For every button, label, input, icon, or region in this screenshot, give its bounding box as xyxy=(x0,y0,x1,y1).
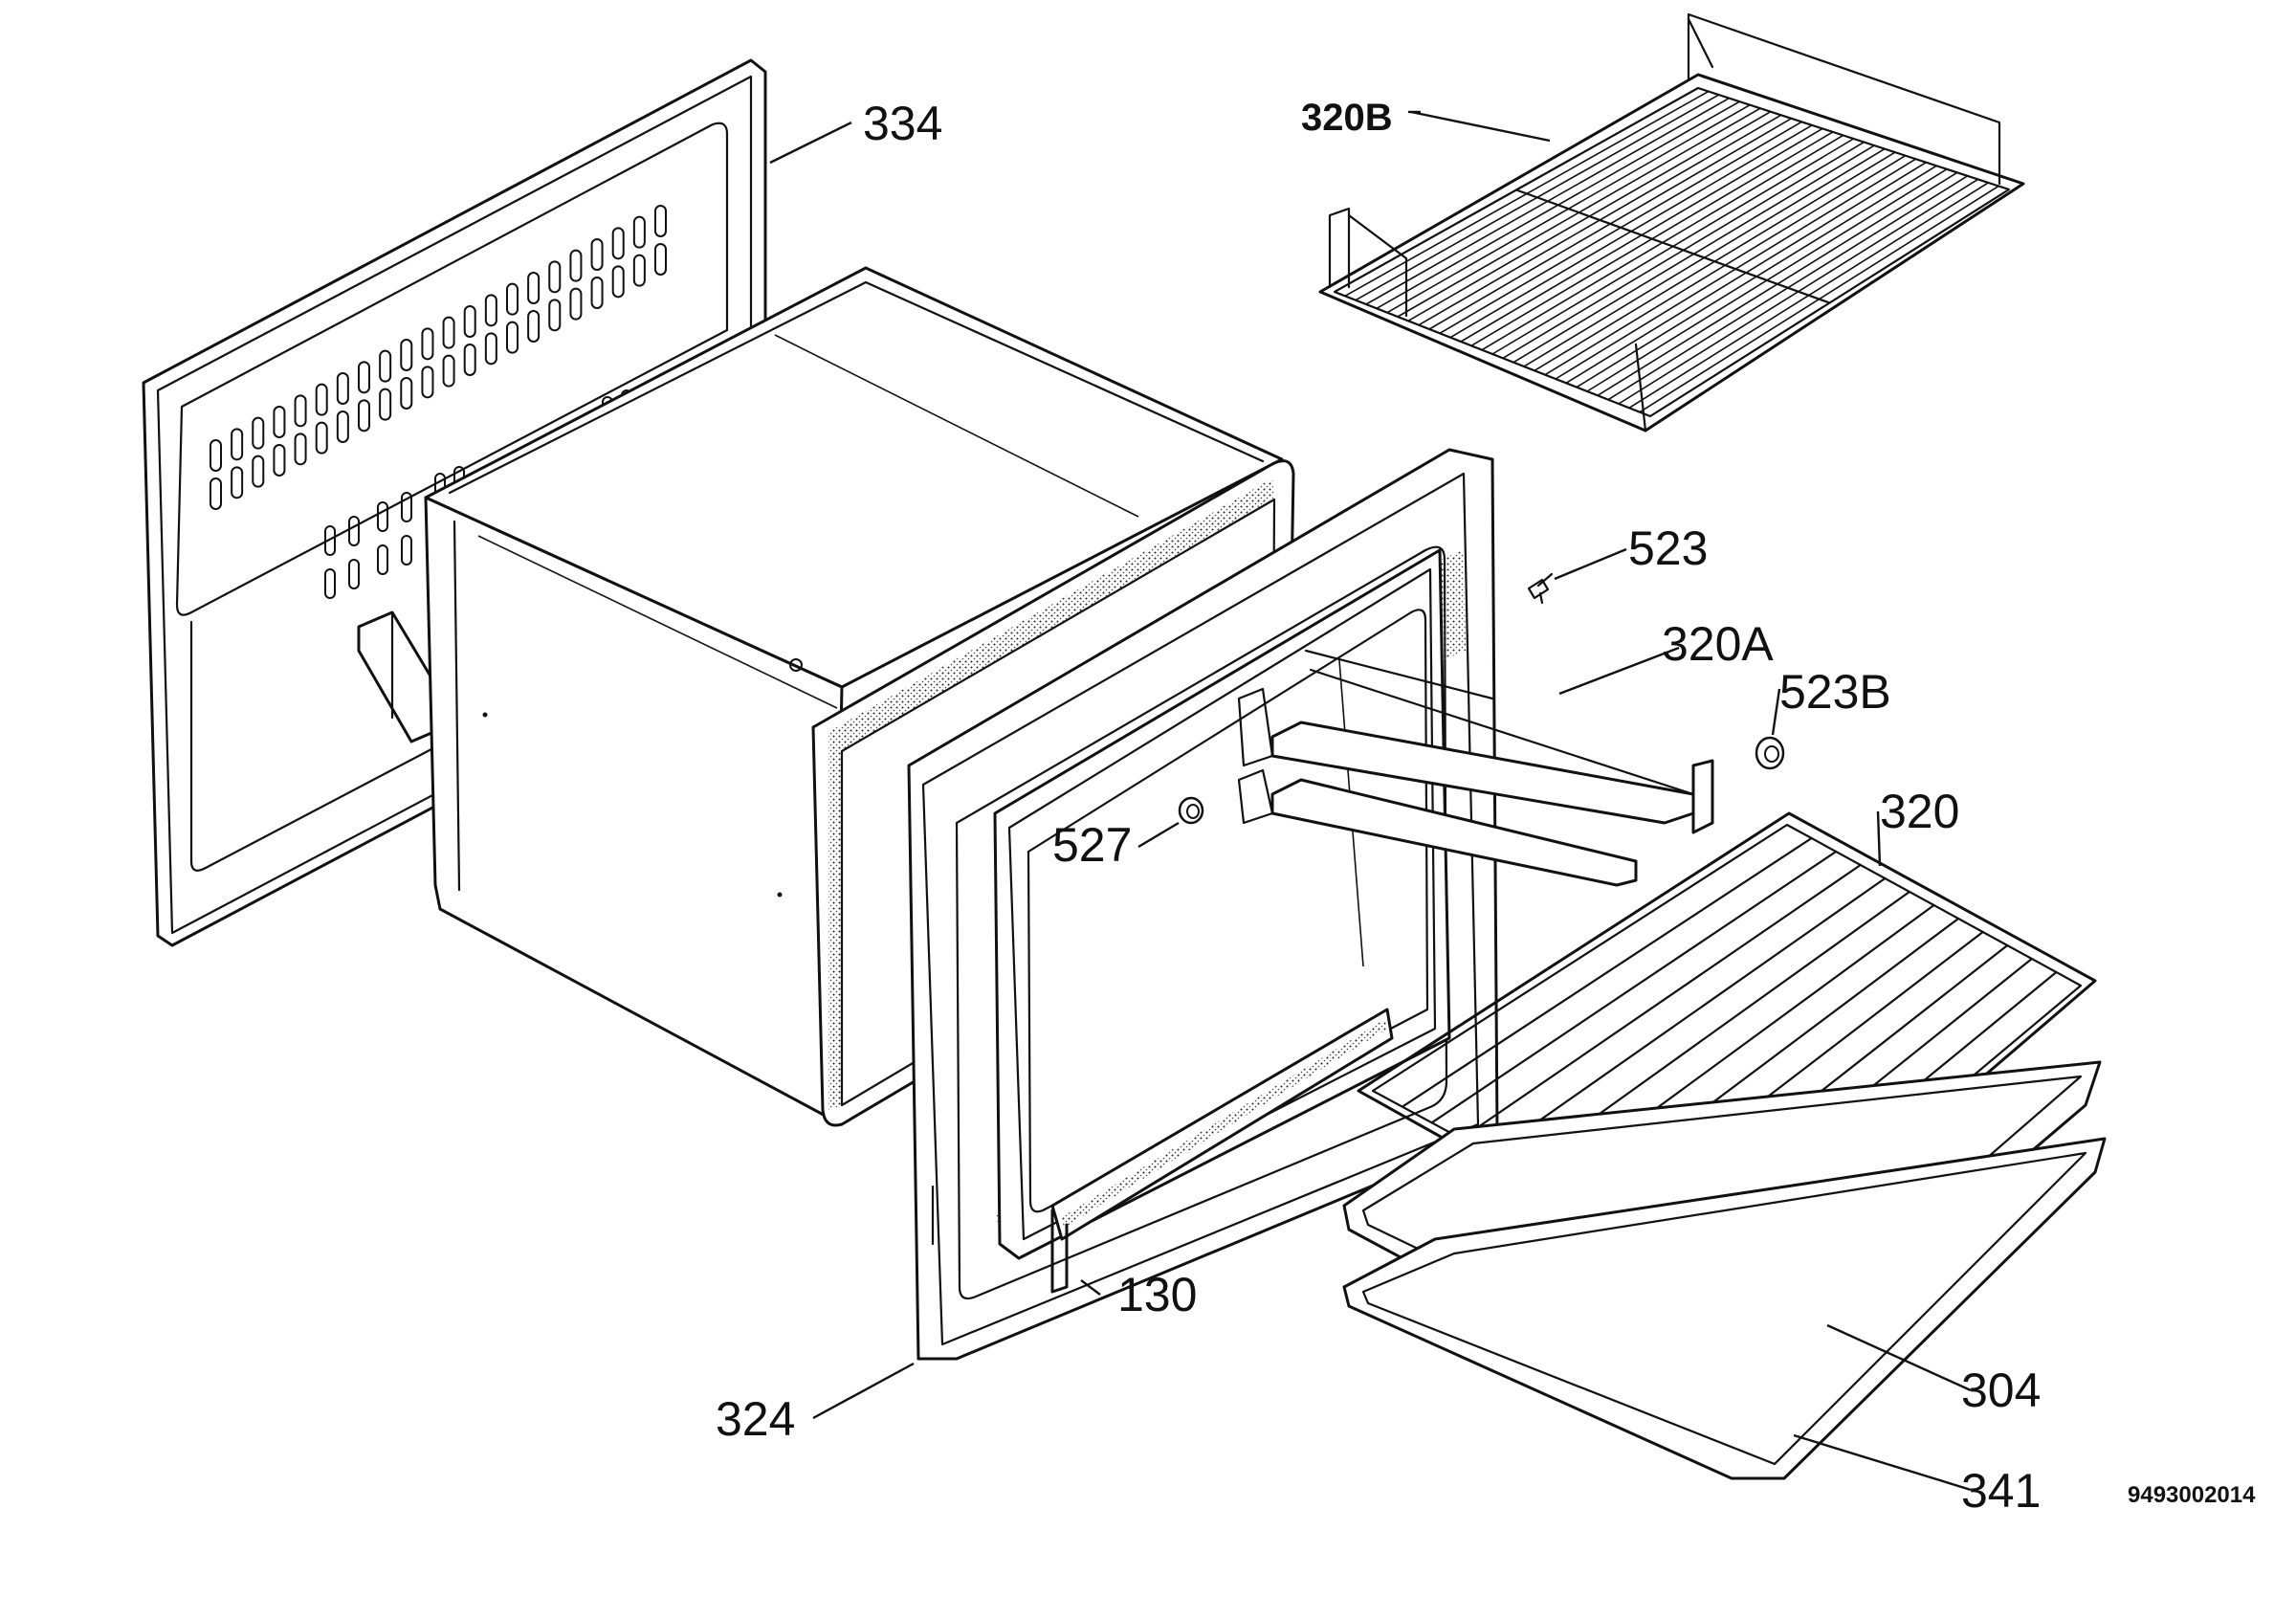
label-334: 334 xyxy=(863,97,942,150)
vent-slot xyxy=(442,354,455,388)
vent-slot xyxy=(611,265,625,299)
vent-slot xyxy=(273,406,286,438)
vent-slot xyxy=(324,568,336,599)
vent-slot xyxy=(527,310,541,343)
label-320A: 320A xyxy=(1662,617,1774,671)
vent-slot xyxy=(484,332,497,366)
vent-slot xyxy=(548,260,562,294)
rack-crossbar xyxy=(1514,189,1831,304)
lamp-527 xyxy=(1178,796,1204,825)
vent-slot xyxy=(358,399,370,433)
vent-slot xyxy=(506,321,519,354)
shelf-wire xyxy=(1460,863,1862,1141)
vent-slot xyxy=(315,421,328,455)
label-130: 130 xyxy=(1117,1268,1197,1321)
side-rails-320A xyxy=(1237,649,1714,887)
vent-slot xyxy=(590,238,604,271)
vent-slot xyxy=(401,492,412,522)
vent-slot xyxy=(632,215,646,249)
vent-slot xyxy=(611,227,625,260)
vent-slot xyxy=(231,428,244,461)
label-341: 341 xyxy=(1961,1464,2041,1518)
vent-slot xyxy=(336,372,349,405)
vent-slot xyxy=(348,516,360,546)
vent-slot xyxy=(654,243,667,276)
vent-slot xyxy=(379,349,392,383)
vent-slot xyxy=(569,287,583,321)
vent-slot xyxy=(400,377,413,410)
vent-slot xyxy=(421,327,434,361)
vent-slot xyxy=(632,254,646,287)
plug-523B xyxy=(1755,736,1785,770)
shelf-wire xyxy=(1490,876,1887,1156)
vent-slot xyxy=(231,466,244,499)
vent-slot xyxy=(484,294,497,327)
vent-slot xyxy=(379,388,392,421)
label-320: 320 xyxy=(1880,785,1959,838)
wire-rack-320B xyxy=(1318,12,2025,433)
vent-slot xyxy=(548,299,562,332)
grill-pan-341 xyxy=(1342,1137,2107,1480)
vent-slot xyxy=(527,272,541,304)
vent-slot xyxy=(294,394,307,428)
callout-labels: 334 320B 523 320A 523B 320 527 130 324 3… xyxy=(716,97,2256,1518)
vent-slot xyxy=(252,455,265,488)
screw-523 xyxy=(1527,572,1554,605)
vent-slot xyxy=(400,339,413,371)
vent-slot xyxy=(442,316,455,349)
vent-slot xyxy=(506,282,519,316)
reference-number: 9493002014 xyxy=(2128,1482,2256,1508)
vent-slot xyxy=(590,277,604,309)
vent-slot xyxy=(401,535,412,566)
vent-slot xyxy=(273,444,286,477)
vent-slot xyxy=(336,410,349,443)
shelf-wire xyxy=(1430,850,1838,1124)
shelf-wire xyxy=(1401,836,1813,1108)
vent-slot xyxy=(377,501,388,532)
vent-slot xyxy=(358,361,370,394)
vent-slot xyxy=(421,366,434,399)
vent-slot xyxy=(210,439,222,472)
vent-slot xyxy=(210,477,222,510)
label-527: 527 xyxy=(1052,818,1132,872)
vent-slot xyxy=(377,544,388,575)
vent-slot xyxy=(463,344,476,376)
label-523B: 523B xyxy=(1779,665,1891,719)
label-320B: 320B xyxy=(1301,97,1393,139)
vent-slot xyxy=(569,249,583,282)
label-523: 523 xyxy=(1628,521,1708,575)
vent-slot xyxy=(463,305,476,338)
vent-slot xyxy=(654,205,667,237)
vent-slot xyxy=(348,559,360,589)
leader-lines xyxy=(769,110,1972,1492)
vent-slot xyxy=(252,416,265,450)
front-frame-324 xyxy=(907,448,1499,1361)
label-324: 324 xyxy=(716,1392,795,1446)
label-304: 304 xyxy=(1961,1364,2041,1417)
vent-slot xyxy=(315,383,328,416)
vent-slot xyxy=(324,525,336,556)
vent-slot xyxy=(294,433,307,466)
